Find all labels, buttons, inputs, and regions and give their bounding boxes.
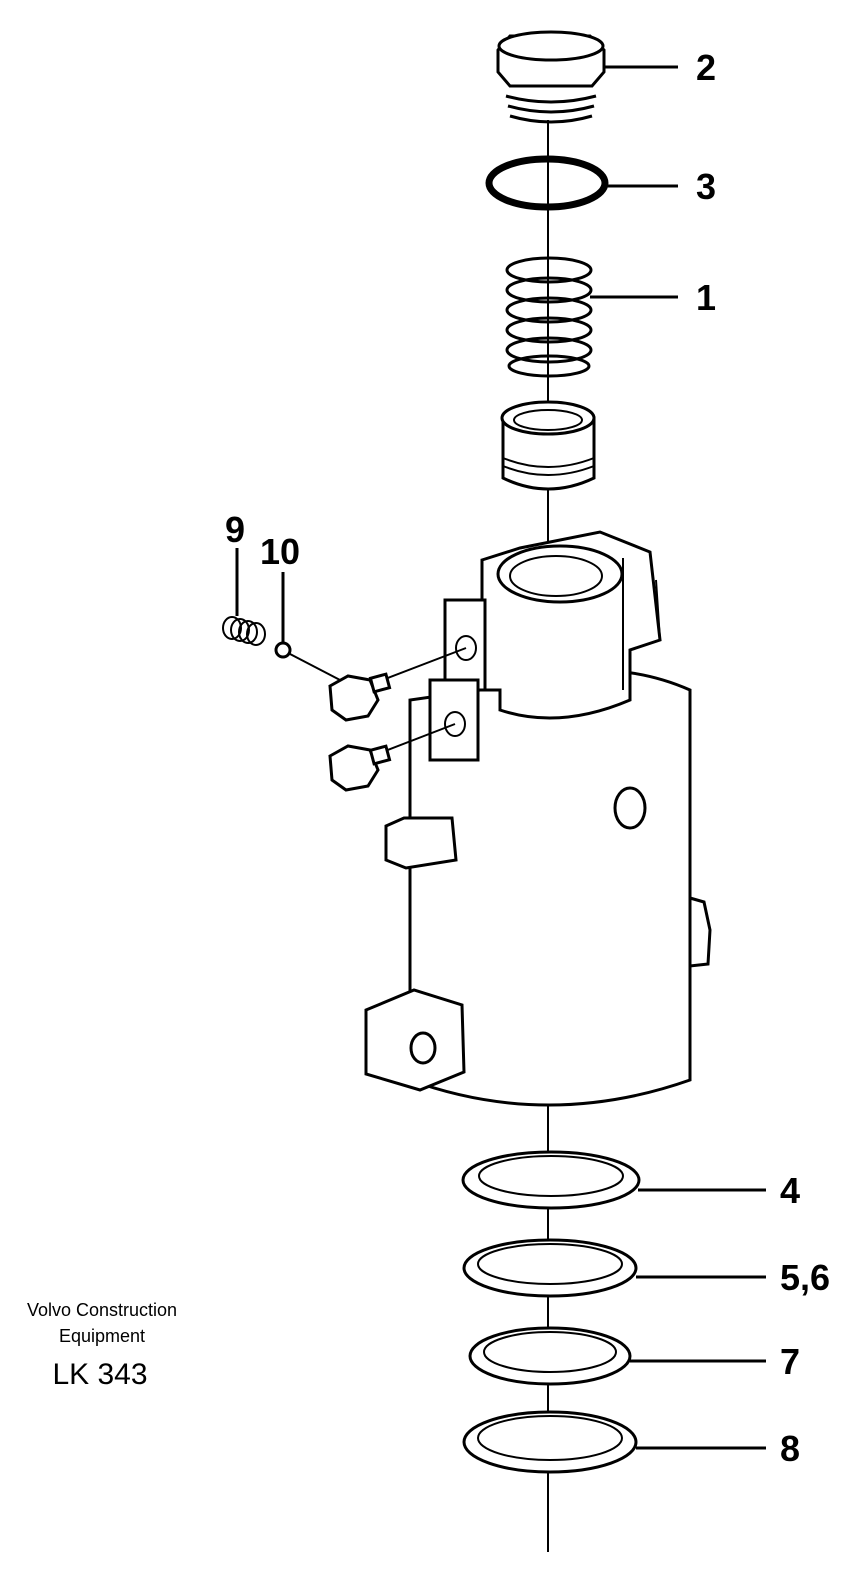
part-ring-8 bbox=[462, 1410, 638, 1474]
callout-3: 3 bbox=[696, 166, 716, 207]
callout-1: 1 bbox=[696, 277, 716, 318]
callout-2: 2 bbox=[696, 47, 716, 88]
publisher-name-line1: Volvo Construction bbox=[27, 1300, 177, 1320]
part-o-ring bbox=[485, 155, 609, 211]
publisher-name-line2: Equipment bbox=[59, 1326, 145, 1346]
callout-8: 8 bbox=[780, 1428, 800, 1469]
callout-7: 7 bbox=[780, 1341, 800, 1382]
part-plug bbox=[496, 30, 606, 124]
ball-guide-line bbox=[289, 653, 341, 681]
drawing-code: LK 343 bbox=[52, 1358, 147, 1391]
callout-5-6: 5,6 bbox=[780, 1257, 830, 1298]
part-ring-5-6 bbox=[462, 1238, 638, 1298]
part-ball bbox=[274, 641, 292, 659]
part-ring-4 bbox=[461, 1150, 641, 1210]
callout-9: 9 bbox=[225, 509, 245, 550]
callout-10: 10 bbox=[260, 531, 300, 572]
part-spring bbox=[505, 256, 593, 378]
part-sleeve bbox=[500, 400, 596, 491]
part-ring-7 bbox=[468, 1326, 632, 1386]
part-bolt-lower bbox=[328, 723, 456, 792]
part-housing bbox=[364, 530, 712, 1107]
part-small-spring bbox=[222, 616, 266, 646]
part-bolt-upper bbox=[328, 647, 467, 722]
callout-4: 4 bbox=[780, 1170, 800, 1211]
